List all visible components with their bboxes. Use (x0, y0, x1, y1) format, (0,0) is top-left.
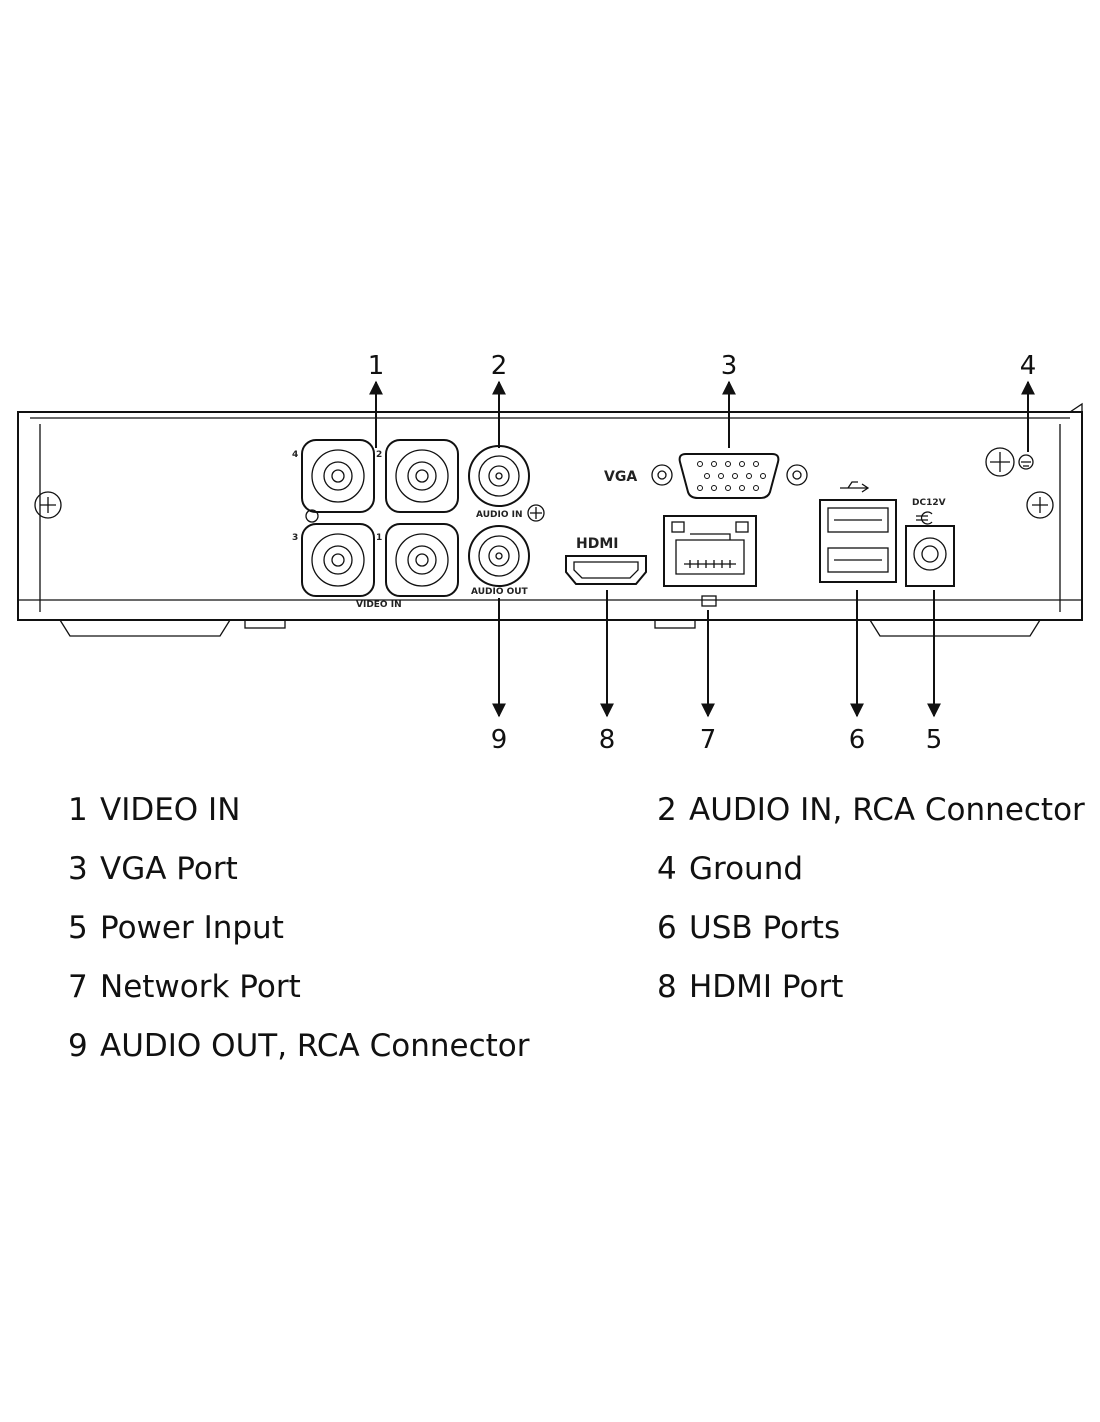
bnc-label-3: 3 (292, 533, 298, 543)
legend-item-4: 4 Ground (657, 851, 803, 887)
dc-label: DC12V (912, 498, 946, 508)
vga-port: VGA (604, 453, 808, 499)
callout-3: 3 (721, 351, 738, 381)
legend-num: 1 (68, 792, 88, 828)
legend-item-7: 7 Network Port (68, 969, 301, 1005)
legend-text: Network Port (100, 969, 301, 1005)
legend-item-5: 5 Power Input (68, 910, 284, 946)
bnc-video-inputs: 4 2 3 1 VIDEO IN (292, 439, 459, 610)
legend-item-8: 8 HDMI Port (657, 969, 843, 1005)
legend-num: 2 (657, 792, 677, 828)
legend-text: VIDEO IN (100, 792, 241, 828)
callout-9: 9 (491, 725, 508, 755)
ground-terminal (985, 447, 1034, 477)
rca-audio-connectors: AUDIO IN AUDIO OUT (468, 445, 545, 597)
bnc-label-1: 1 (376, 533, 382, 543)
audio-out-label: AUDIO OUT (471, 587, 529, 597)
callout-lines (369, 380, 1035, 718)
vga-label: VGA (604, 469, 637, 485)
callout-4: 4 (1020, 351, 1037, 381)
power-input: DC12V (905, 498, 955, 587)
legend-num: 3 (68, 851, 88, 887)
legend-text: Power Input (100, 910, 284, 946)
legend-num: 6 (657, 910, 677, 946)
legend-text: Ground (689, 851, 804, 887)
rear-panel-diagram: 4 2 3 1 VIDEO IN AUDIO IN AUDIO OUT VGA … (17, 351, 1083, 755)
legend-text: AUDIO OUT, RCA Connector (100, 1028, 530, 1064)
legend-num: 7 (68, 969, 88, 1005)
network-port (663, 515, 757, 607)
callout-7: 7 (700, 725, 717, 755)
legend-item-9: 9 AUDIO OUT, RCA Connector (68, 1028, 530, 1064)
usb-ports (819, 481, 897, 583)
callout-2: 2 (491, 351, 508, 381)
callout-8: 8 (599, 725, 616, 755)
legend-item-6: 6 USB Ports (657, 910, 840, 946)
legend-num: 4 (657, 851, 677, 887)
legend-item-3: 3 VGA Port (68, 851, 238, 887)
legend-num: 8 (657, 969, 677, 1005)
bnc-label-4: 4 (292, 450, 298, 460)
bnc-label-2: 2 (376, 450, 382, 460)
legend-text: USB Ports (689, 910, 841, 946)
legend-item-1: 1 VIDEO IN (68, 792, 240, 828)
chassis (17, 402, 1083, 637)
legend-item-2: 2 AUDIO IN, RCA Connector (657, 792, 1085, 828)
callout-numbers: 1 2 3 4 5 6 7 8 9 (368, 351, 1037, 755)
legend-text: VGA Port (100, 851, 238, 887)
legend-text: HDMI Port (689, 969, 844, 1005)
hdmi-port: HDMI (565, 536, 647, 585)
callout-5: 5 (926, 725, 943, 755)
legend-num: 9 (68, 1028, 88, 1064)
callout-1: 1 (368, 351, 385, 381)
legend-text: AUDIO IN, RCA Connector (689, 792, 1085, 828)
legend-num: 5 (68, 910, 88, 946)
video-in-label: VIDEO IN (356, 600, 402, 610)
callout-6: 6 (849, 725, 866, 755)
hdmi-label: HDMI (576, 536, 618, 552)
audio-in-label: AUDIO IN (476, 510, 522, 520)
